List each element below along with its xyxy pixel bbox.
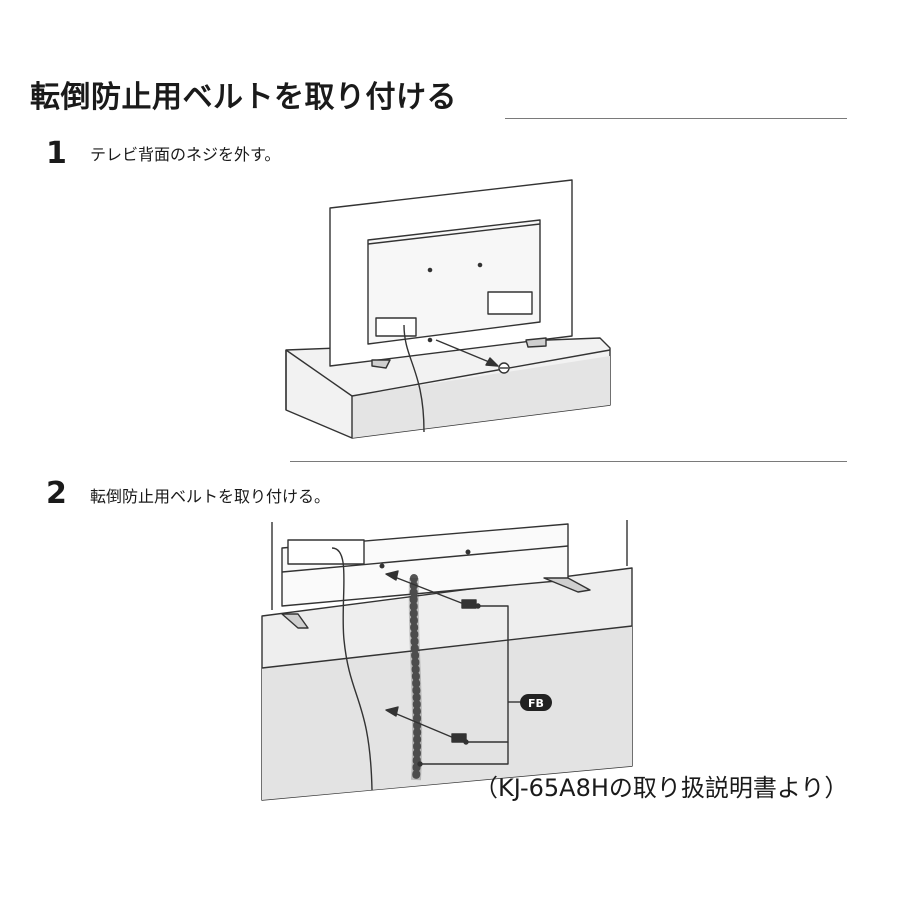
step-divider <box>290 461 847 462</box>
page-title: 転倒防止用ベルトを取り付ける <box>30 80 457 115</box>
title-underline <box>505 118 847 119</box>
source-caption: （KJ-65A8Hの取り扱説明書より） <box>474 774 849 802</box>
step-1-number: 1 <box>46 136 67 171</box>
step-2-text: 転倒防止用ベルトを取り付ける。 <box>90 487 331 506</box>
step-2-number: 2 <box>46 476 67 511</box>
fb-callout-label: FB <box>528 697 544 710</box>
step-1-text: テレビ背面のネジを外す。 <box>90 145 281 164</box>
fb-callout-badge <box>520 694 552 711</box>
